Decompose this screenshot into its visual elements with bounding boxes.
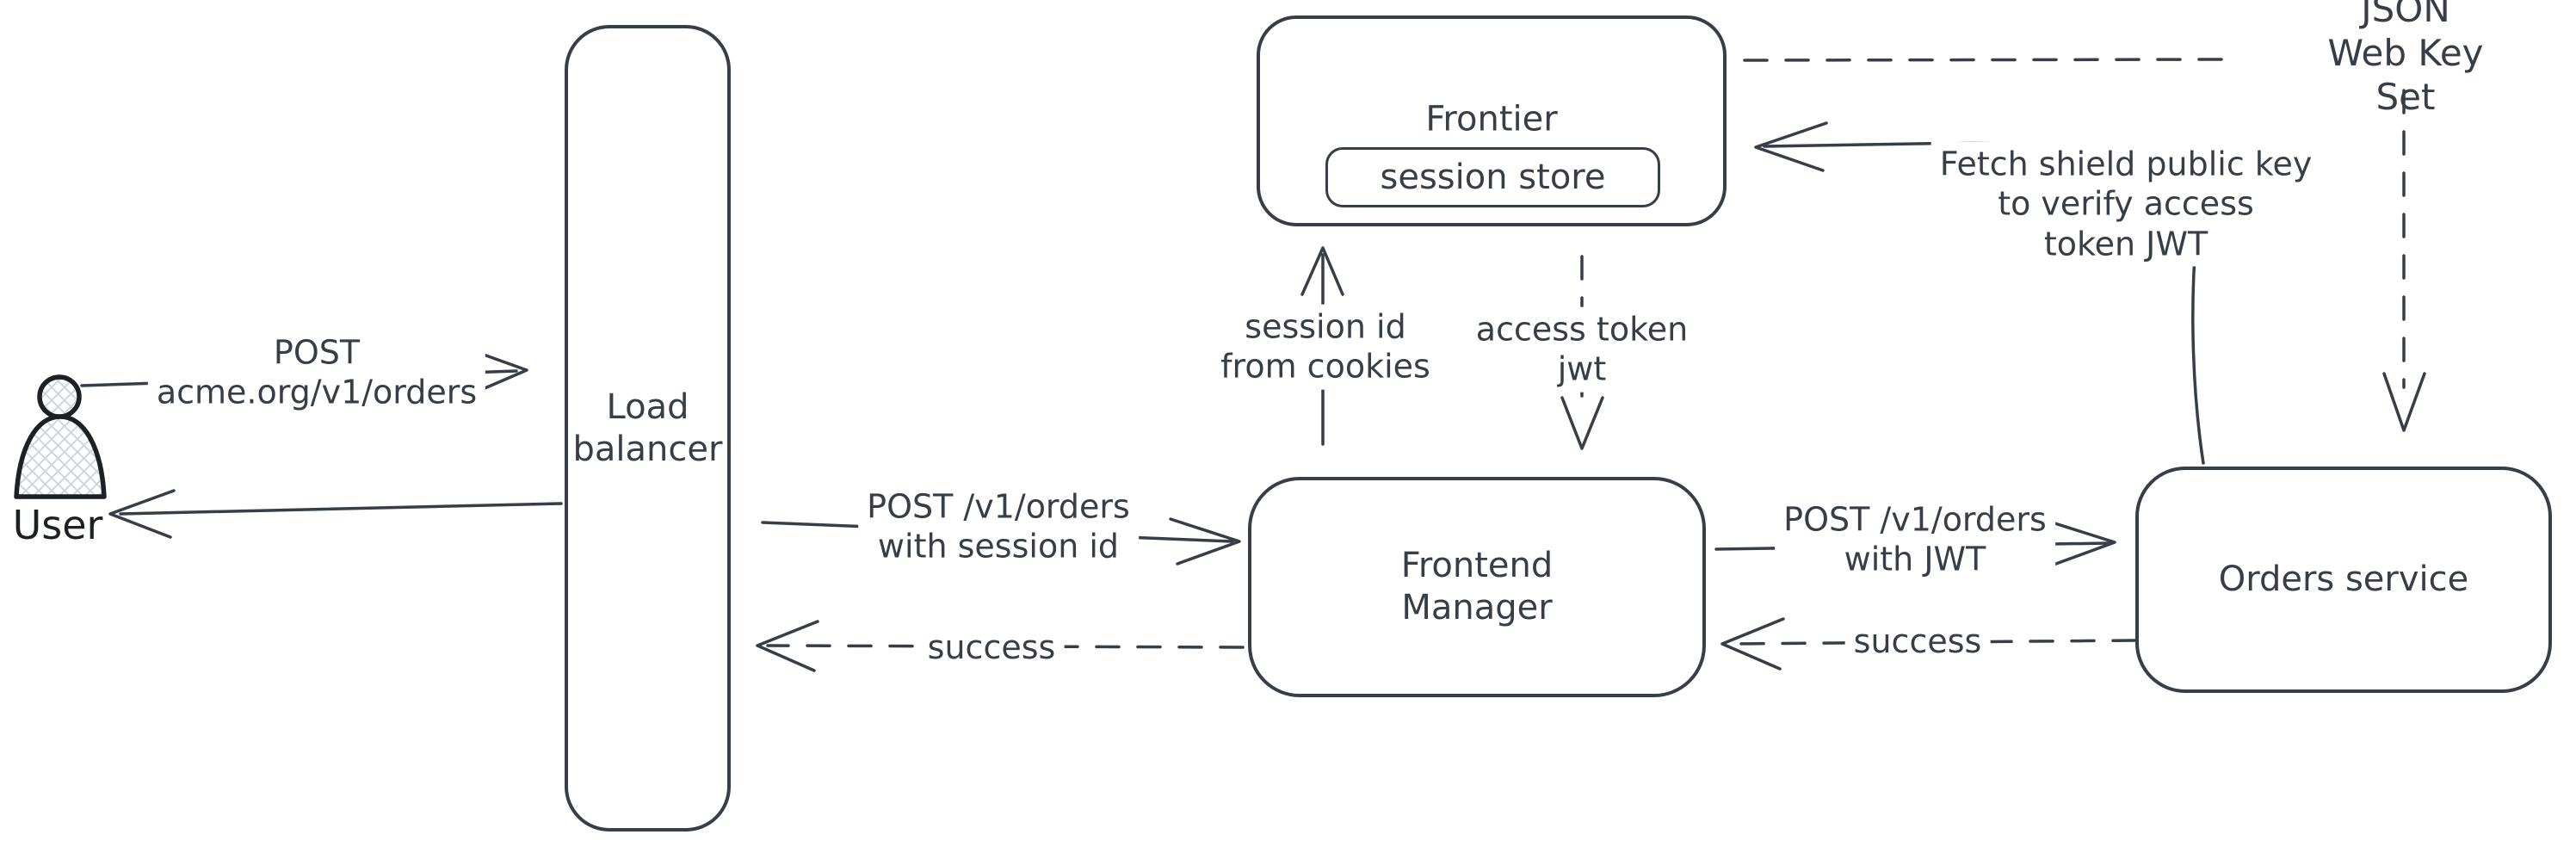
frontier-label: Frontier [1425, 99, 1558, 139]
edge-label-user-post: POST acme.org/v1/orders [147, 330, 486, 416]
arrow-load-balancer-to-user [108, 489, 563, 539]
arrow-jwks-to-orders-service [2382, 89, 2426, 432]
edge-label-fm-post: POST /v1/orders with JWT [1775, 497, 2055, 583]
arrow-frontier-to-frontend-manager [1560, 255, 1604, 450]
line-frontier-to-jwks [1743, 58, 2231, 62]
node-orders-service: Orders service [2135, 467, 2552, 693]
frontend-manager-label: Frontend Manager [1400, 546, 1554, 628]
node-load-balancer: Load balancer [565, 25, 731, 832]
node-session-store: session store [1325, 147, 1660, 207]
node-frontend-manager: Frontend Manager [1248, 477, 1706, 697]
edge-label-session-lookup: session id from cookies [1212, 304, 1439, 390]
orders-service-label: Orders service [2218, 560, 2469, 600]
person-icon [14, 374, 107, 499]
node-frontier [1257, 15, 1727, 226]
edge-label-access-token: access token jwt [1467, 306, 1697, 393]
edge-label-fetch-public-key: Fetch shield public key to verify access… [1930, 141, 2321, 267]
edge-label-lb-post: POST /v1/orders with session id [858, 484, 1139, 570]
arrow-frontend-manager-to-load-balancer-success [756, 620, 1245, 672]
edge-label-orders-success: success [1844, 618, 1991, 665]
session-store-label: session store [1380, 157, 1606, 197]
edge-label-fm-success: success [918, 624, 1065, 671]
load-balancer-label: Load balancer [572, 386, 723, 469]
user-label: User [12, 501, 103, 548]
arrow-orders-service-to-frontend-manager-success [1720, 617, 2137, 671]
jwks-label: JSON Web Key Set [2327, 0, 2484, 119]
